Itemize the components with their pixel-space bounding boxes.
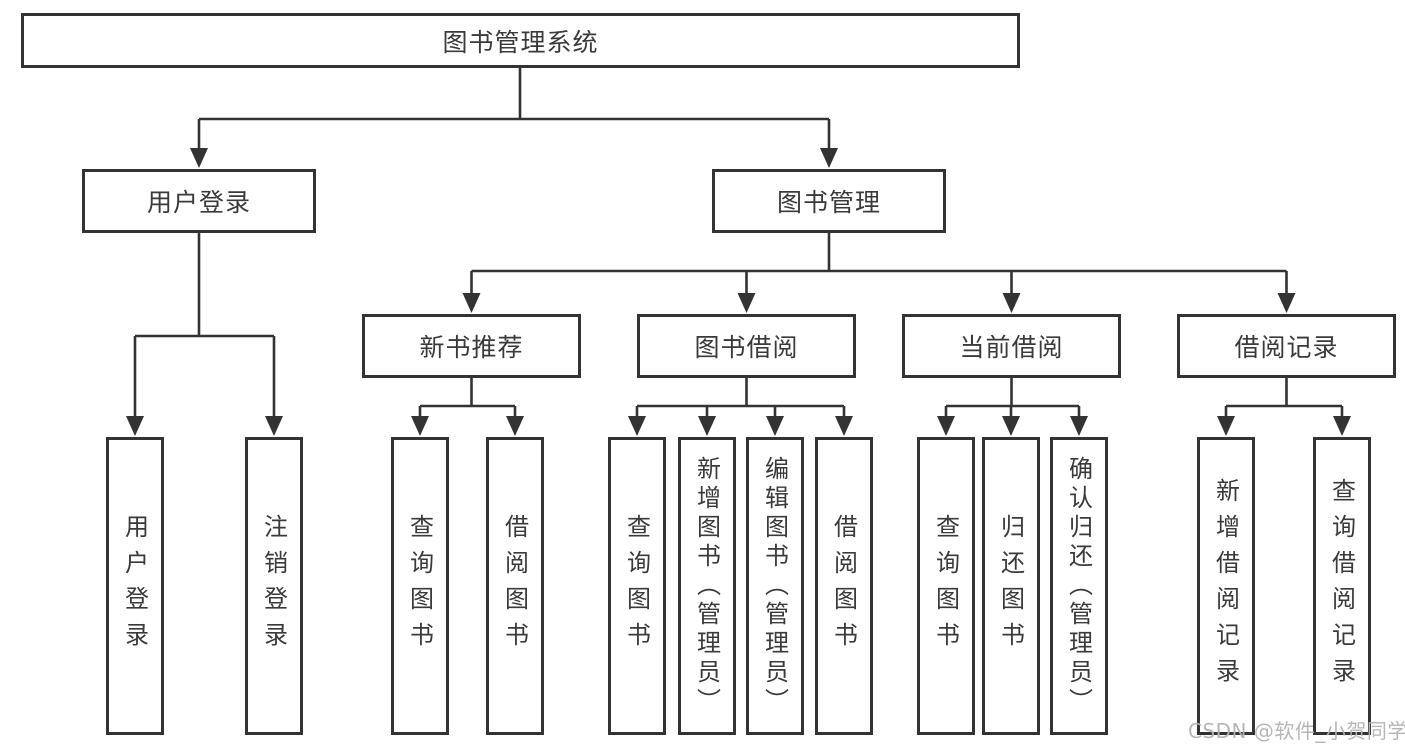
node-book-management: 图书管理	[712, 169, 946, 233]
node-new-book-recommendation: 新书推荐	[362, 314, 581, 378]
node-confirm-return-admin: 确认归还（管理员）	[1050, 437, 1108, 735]
node-query-books-current: 查询图书	[917, 437, 975, 735]
node-query-books-recommend: 查询图书	[391, 437, 449, 735]
csdn-watermark: CSDN @软件_小贺同学	[1188, 719, 1405, 743]
node-borrow-books-leaf: 借阅图书	[815, 437, 873, 735]
node-logout: 注销登录	[245, 437, 303, 735]
node-borrow-books-recommend: 借阅图书	[486, 437, 544, 735]
node-library-system: 图书管理系统	[21, 13, 1020, 68]
node-borrowing-records: 借阅记录	[1177, 314, 1396, 378]
node-return-books: 归还图书	[982, 437, 1040, 735]
node-add-book-admin: 新增图书（管理员）	[678, 437, 736, 735]
node-book-borrowing: 图书借阅	[637, 314, 856, 378]
node-query-borrow-record: 查询借阅记录	[1313, 437, 1371, 735]
node-query-books-borrowing: 查询图书	[608, 437, 666, 735]
node-edit-book-admin: 编辑图书（管理员）	[746, 437, 804, 735]
node-add-borrow-record: 新增借阅记录	[1197, 437, 1255, 735]
node-user-login-leaf: 用户登录	[106, 437, 164, 735]
node-current-borrowing: 当前借阅	[902, 314, 1121, 378]
node-user-login: 用户登录	[82, 169, 316, 233]
